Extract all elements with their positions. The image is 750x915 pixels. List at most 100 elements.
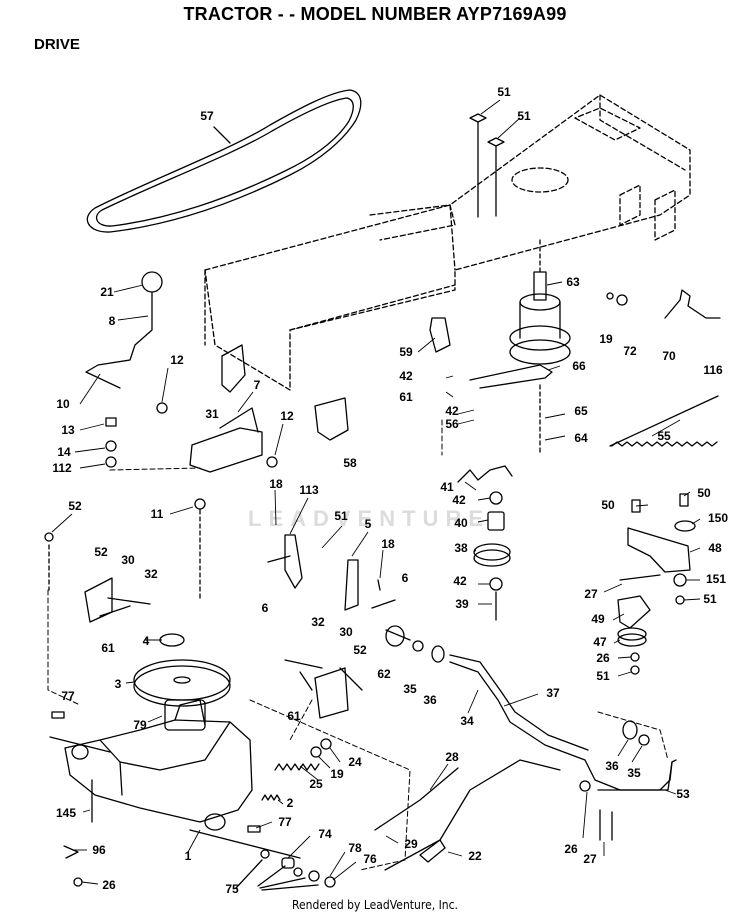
spring-25 <box>274 763 320 771</box>
callout: 42 <box>453 574 467 588</box>
spring-rod <box>664 289 721 319</box>
shift-knob <box>141 271 163 293</box>
callout-labels: 57 51 51 63 21 8 12 7 31 12 59 42 61 42 … <box>52 85 728 896</box>
bracket-30-left <box>84 577 113 623</box>
callout: 55 <box>657 429 671 443</box>
tension-spring <box>611 441 718 447</box>
callout: 61 <box>101 641 115 655</box>
callout: 25 <box>309 777 323 791</box>
callout: 19 <box>599 332 613 346</box>
bracket-7 <box>189 427 263 473</box>
callout: 19 <box>330 767 344 781</box>
callout: 151 <box>706 572 726 586</box>
pulley-47 <box>617 627 647 641</box>
callout: 28 <box>445 750 459 764</box>
callout: 13 <box>61 423 75 437</box>
callout: 50 <box>697 486 711 500</box>
callout: 77 <box>278 815 292 829</box>
callout: 10 <box>56 397 70 411</box>
spacer-40 <box>487 511 505 531</box>
callout: 75 <box>225 882 239 896</box>
callout: 42 <box>452 493 466 507</box>
callout: 30 <box>121 553 135 567</box>
bushing-62 <box>385 625 405 647</box>
callout: 3 <box>115 677 122 691</box>
callout: 5 <box>365 517 372 531</box>
callout: 52 <box>94 545 108 559</box>
callout: 32 <box>144 567 158 581</box>
callout: 39 <box>455 597 469 611</box>
callout: 63 <box>566 275 580 289</box>
callout: 70 <box>662 349 676 363</box>
bracket-30-center <box>314 667 349 719</box>
callout: 58 <box>343 456 357 470</box>
bracket-113 <box>284 534 303 589</box>
callout: 48 <box>708 541 722 555</box>
callout: 79 <box>133 718 147 732</box>
callout: 113 <box>299 483 319 497</box>
callout: 14 <box>57 445 71 459</box>
callout: 6 <box>402 571 409 585</box>
callout: 1 <box>185 849 192 863</box>
spacer-150 <box>674 520 696 532</box>
callout: 66 <box>572 359 586 373</box>
callout: 52 <box>353 643 367 657</box>
callout: 26 <box>564 842 578 856</box>
callout: 32 <box>311 615 325 629</box>
callout: 18 <box>269 477 283 491</box>
frame-bolt-2 <box>487 137 505 217</box>
bracket-48 <box>627 527 691 573</box>
bracket-59 <box>429 317 451 353</box>
bracket-66 <box>469 364 553 389</box>
callout: 51 <box>703 592 717 606</box>
callout: 7 <box>254 378 261 392</box>
callout: 36 <box>605 759 619 773</box>
callout: 56 <box>445 417 459 431</box>
callout: 35 <box>403 682 417 696</box>
rod-22 <box>384 759 561 871</box>
rod-53 <box>597 759 677 791</box>
callout: 26 <box>102 878 116 892</box>
callout: 29 <box>404 837 418 851</box>
callout: 78 <box>348 841 362 855</box>
callout: 22 <box>468 849 482 863</box>
callout: 61 <box>287 709 301 723</box>
callout: 26 <box>596 651 610 665</box>
transmission-assembly <box>49 699 301 859</box>
callout: 61 <box>399 390 413 404</box>
callout: 74 <box>318 827 332 841</box>
callout: 51 <box>334 509 348 523</box>
rod-28 <box>374 767 459 831</box>
main-pulley <box>509 271 571 365</box>
spring-41 <box>457 465 513 483</box>
callout: 24 <box>348 755 362 769</box>
callout: 150 <box>708 511 728 525</box>
callout: 42 <box>445 404 459 418</box>
callout: 41 <box>440 480 454 494</box>
diagram-title: TRACTOR - - MODEL NUMBER AYP7169A99 <box>183 4 567 24</box>
callout: 96 <box>92 843 106 857</box>
section-label: DRIVE <box>34 36 80 53</box>
callout: 59 <box>399 345 413 359</box>
callout: 27 <box>584 587 598 601</box>
callout: 47 <box>593 635 607 649</box>
callout: 30 <box>339 625 353 639</box>
callout: 112 <box>52 461 72 475</box>
callout: 18 <box>381 537 395 551</box>
ring-4 <box>159 633 185 647</box>
callout: 116 <box>703 363 723 377</box>
drive-belt-inner <box>95 97 354 227</box>
callout: 31 <box>205 407 219 421</box>
callout: 77 <box>61 689 75 703</box>
drive-belt <box>86 89 362 233</box>
callout: 53 <box>676 787 690 801</box>
pin-96 <box>63 845 79 859</box>
callout: 51 <box>596 669 610 683</box>
bracket-31 <box>221 344 246 393</box>
callout: 40 <box>454 516 468 530</box>
callout: 38 <box>454 541 468 555</box>
callout: 62 <box>377 667 391 681</box>
callout: 64 <box>574 431 588 445</box>
callout: 12 <box>170 353 184 367</box>
